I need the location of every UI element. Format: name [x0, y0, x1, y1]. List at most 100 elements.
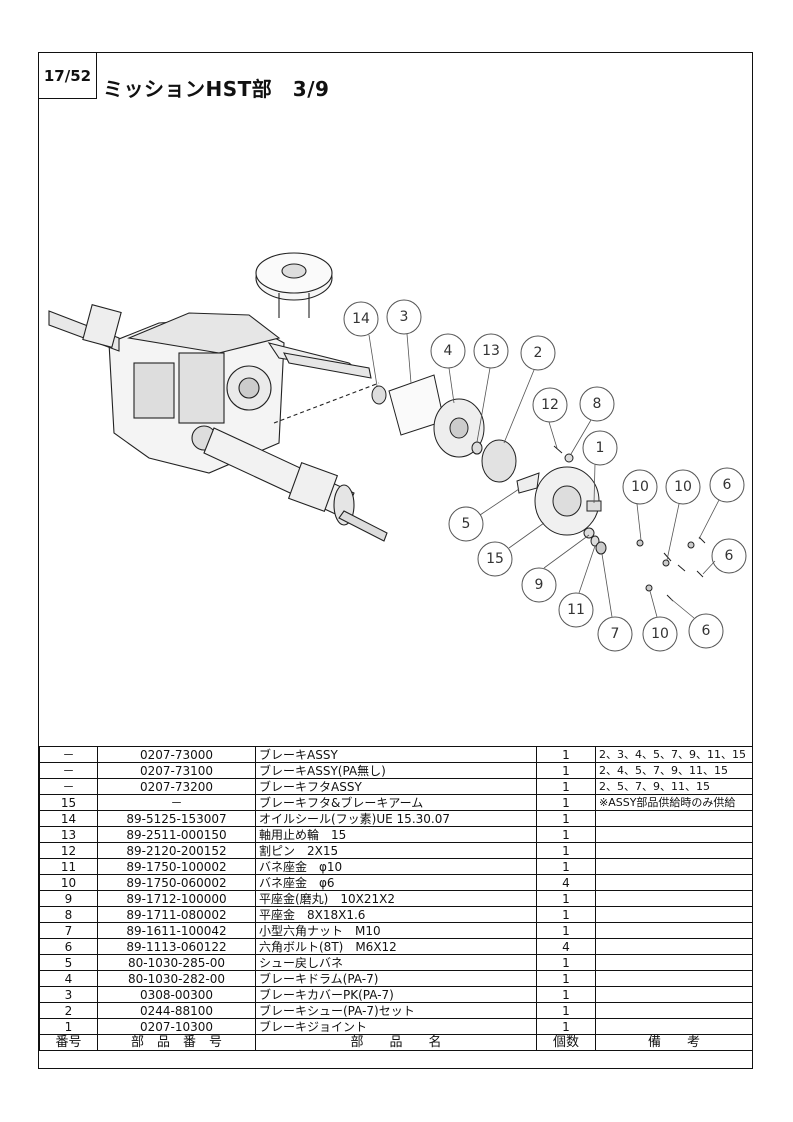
- part-name-cell: 平座金(磨丸) 10X21X2: [255, 890, 537, 907]
- callout-14: [343, 301, 379, 337]
- quantity-cell: 4: [536, 874, 596, 891]
- callout-label-3: 3: [400, 309, 409, 325]
- callout-bubbles: [343, 299, 747, 652]
- callout-label-4: 4: [444, 343, 453, 359]
- callout-11: [558, 592, 594, 628]
- part-number-cell: －: [97, 794, 256, 811]
- part-name-cell: ブレーキジョイント: [255, 1018, 537, 1035]
- quantity-cell: 1: [536, 794, 596, 811]
- part-number-cell: 89-1611-100042: [97, 922, 256, 939]
- quantity-cell: 1: [536, 1018, 596, 1035]
- remarks-cell: [595, 874, 753, 891]
- remarks-cell: [595, 1002, 753, 1019]
- part-no-cell: 7: [39, 922, 98, 939]
- quantity-cell: 1: [536, 970, 596, 987]
- remarks-cell: ※ASSY部品供給時のみ供給: [595, 794, 753, 811]
- part-no-cell: 12: [39, 842, 98, 859]
- part-no-cell: 9: [39, 890, 98, 907]
- part-number-cell: 89-1750-100002: [97, 858, 256, 875]
- callout-label-14: 14: [352, 311, 370, 327]
- quantity-cell: 1: [536, 746, 596, 763]
- part-number-cell: 0207-73100: [97, 762, 256, 779]
- transmission-drawing: [48, 252, 388, 542]
- callout-label-6b: 6: [725, 548, 734, 564]
- remarks-cell: [595, 842, 753, 859]
- part-no-cell: 13: [39, 826, 98, 843]
- part-no-cell: 6: [39, 938, 98, 955]
- part-name-cell: シュー戻しバネ: [255, 954, 537, 971]
- callout-6c: [688, 613, 724, 649]
- part-number-cell: 80-1030-282-00: [97, 970, 256, 987]
- part-no-cell: 11: [39, 858, 98, 875]
- callout-10c: [642, 616, 678, 652]
- page-title: ミッションHST部 3/9: [103, 77, 330, 101]
- remarks-cell: [595, 938, 753, 955]
- brake-parts-drawing: [371, 374, 706, 602]
- part-number-cell: 89-2120-200152: [97, 842, 256, 859]
- part-no-cell: 5: [39, 954, 98, 971]
- callout-9: [521, 567, 557, 603]
- remarks-cell: 2、5、7、9、11、15: [595, 778, 753, 795]
- callout-13: [473, 333, 509, 369]
- callout-label-10a: 10: [631, 479, 649, 495]
- part-number-cell: 89-1113-060122: [97, 938, 256, 955]
- part-no-cell: －: [39, 762, 98, 779]
- part-no-cell: 10: [39, 874, 98, 891]
- part-number-cell: 89-5125-153007: [97, 810, 256, 827]
- callout-10a: [622, 469, 658, 505]
- remarks-cell: [595, 1018, 753, 1035]
- part-no-cell: 15: [39, 794, 98, 811]
- part-no-cell: 8: [39, 906, 98, 923]
- parts-sheet: 17/52 ミッションHST部 3/9: [38, 52, 753, 1069]
- callout-label-11: 11: [567, 602, 585, 618]
- exploded-view-diagram: 14 3 4 13 2 12 8 1 10 10 6 5 15 6 9 11 7…: [48, 252, 747, 652]
- callout-label-2: 2: [534, 345, 543, 361]
- part-name-cell: ブレーキドラム(PA-7): [255, 970, 537, 987]
- remarks-cell: [595, 970, 753, 987]
- callout-label-8: 8: [593, 396, 602, 412]
- part-number-cell: 0207-10300: [97, 1018, 256, 1035]
- part-number-cell: 89-1750-060002: [97, 874, 256, 891]
- remarks-cell: [595, 826, 753, 843]
- remarks-cell: 2、4、5、7、9、11、15: [595, 762, 753, 779]
- part-name-cell: 軸用止め輪 15: [255, 826, 537, 843]
- quantity-cell: 1: [536, 986, 596, 1003]
- callout-4: [430, 333, 466, 369]
- part-no-cell: 4: [39, 970, 98, 987]
- quantity-cell: 1: [536, 890, 596, 907]
- callout-label-13: 13: [482, 343, 500, 359]
- part-name-cell: オイルシール(フッ素)UE 15.30.07: [255, 810, 537, 827]
- callout-label-5: 5: [462, 516, 471, 532]
- remarks-cell: [595, 858, 753, 875]
- remarks-cell: [595, 986, 753, 1003]
- part-name-cell: バネ座金 φ6: [255, 874, 537, 891]
- part-name-cell: バネ座金 φ10: [255, 858, 537, 875]
- part-number-cell: 0207-73200: [97, 778, 256, 795]
- part-name-cell: 六角ボルト(8T) M6X12: [255, 938, 537, 955]
- header-part-number: 部 品 番 号: [97, 1034, 256, 1051]
- part-name-cell: ブレーキフタASSY: [255, 778, 537, 795]
- part-no-cell: 3: [39, 986, 98, 1003]
- part-name-cell: ブレーキシュー(PA-7)セット: [255, 1002, 537, 1019]
- callout-8: [579, 386, 615, 422]
- header-qty: 個数: [536, 1034, 596, 1051]
- quantity-cell: 1: [536, 906, 596, 923]
- callout-2: [520, 335, 556, 371]
- part-no-cell: 1: [39, 1018, 98, 1035]
- page-number: 17/52: [39, 53, 97, 99]
- callout-label-1: 1: [596, 440, 605, 456]
- part-no-cell: 2: [39, 1002, 98, 1019]
- quantity-cell: 4: [536, 938, 596, 955]
- part-number-cell: 80-1030-285-00: [97, 954, 256, 971]
- part-name-cell: 平座金 8X18X1.6: [255, 906, 537, 923]
- quantity-cell: 1: [536, 842, 596, 859]
